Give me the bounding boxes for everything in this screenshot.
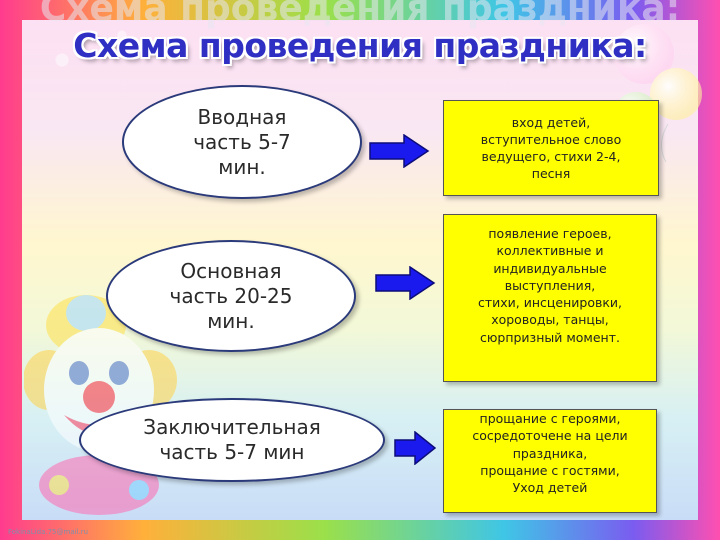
part-intro-content: вход детей, вступительное слово ведущего… bbox=[480, 114, 622, 182]
arrow-right-icon bbox=[375, 266, 436, 300]
part-intro-oval: Вводная часть 5-7 мин. bbox=[122, 85, 362, 199]
author-watermark: FokinaLida.75@mail.ru bbox=[8, 528, 89, 536]
part-intro-content-box: вход детей, вступительное слово ведущего… bbox=[443, 100, 659, 196]
part-intro-label: Вводная часть 5-7 мин. bbox=[193, 104, 291, 179]
part-final-content: прощание с героями, сосредоточене на цел… bbox=[472, 411, 628, 495]
part-final-oval: Заключительная часть 5-7 мин bbox=[79, 398, 385, 482]
part-main-content-box: появление героев, коллективные и индивид… bbox=[443, 214, 657, 382]
part-final-label: Заключительная часть 5-7 мин bbox=[143, 415, 321, 464]
part-main-oval: Основная часть 20-25 мин. bbox=[106, 240, 356, 352]
arrow-right-icon bbox=[394, 431, 437, 465]
page-title: Схема проведения праздника: bbox=[73, 26, 647, 65]
arrow-right-icon bbox=[369, 134, 430, 168]
ghost-title: Схема проведения праздника: bbox=[39, 0, 681, 31]
part-main-label: Основная часть 20-25 мин. bbox=[169, 258, 293, 333]
part-final-content-box: прощание с героями, сосредоточене на цел… bbox=[443, 409, 657, 513]
part-main-content: появление героев, коллективные и индивид… bbox=[477, 226, 622, 345]
